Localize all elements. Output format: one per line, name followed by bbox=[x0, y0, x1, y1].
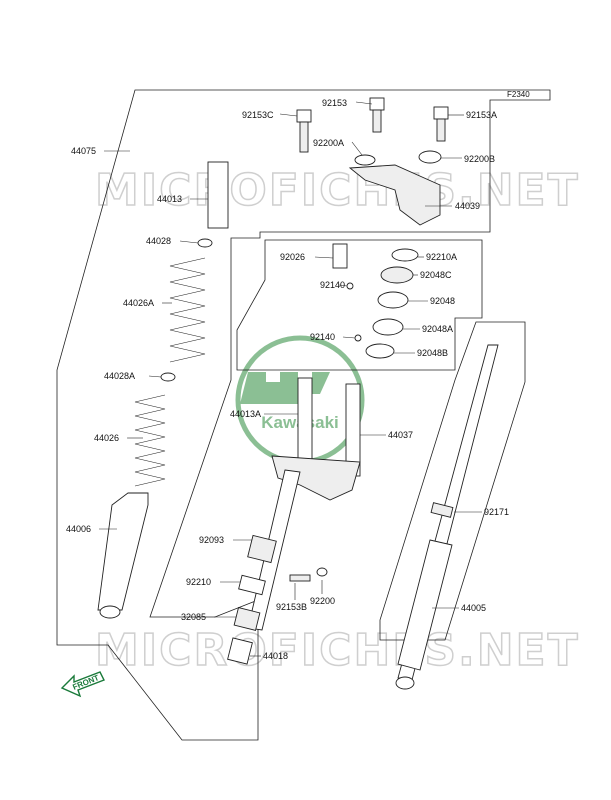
part-label[interactable]: 44028A bbox=[104, 371, 135, 381]
part-label[interactable]: 92093 bbox=[199, 535, 224, 545]
part-label[interactable]: 92171 bbox=[484, 507, 509, 517]
part-label[interactable]: 92048 bbox=[430, 296, 455, 306]
bolt-92153 bbox=[369, 97, 385, 133]
spring-44026a bbox=[169, 257, 206, 363]
part-label[interactable]: 44028 bbox=[146, 236, 171, 246]
leader-lines bbox=[99, 101, 482, 657]
washer-92200a bbox=[354, 154, 376, 166]
part-label[interactable]: 92200B bbox=[464, 154, 495, 164]
part-label[interactable]: 92140 bbox=[310, 332, 335, 342]
part-label[interactable]: 92153 bbox=[322, 98, 347, 108]
spacer-44028 bbox=[197, 238, 213, 248]
watermark-top: MICROFICHES.NET bbox=[95, 165, 580, 216]
bolt-92153a bbox=[433, 106, 449, 142]
part-label[interactable]: 92048B bbox=[417, 348, 448, 358]
axle-eye bbox=[395, 676, 415, 690]
bracket-44039 bbox=[348, 164, 441, 226]
cap-92026 bbox=[332, 243, 348, 269]
front-label: FRONT bbox=[71, 673, 100, 692]
part-label[interactable]: 92210 bbox=[186, 577, 211, 587]
part-label[interactable]: 92153A bbox=[466, 110, 497, 120]
ball-92140-low bbox=[354, 334, 362, 342]
nut-92210a bbox=[391, 248, 419, 262]
part-label[interactable]: 92048A bbox=[422, 324, 453, 334]
ball-92140-top bbox=[346, 282, 354, 290]
slider-44005 bbox=[397, 539, 453, 671]
part-label[interactable]: 92210A bbox=[426, 252, 457, 262]
part-label[interactable]: 44006 bbox=[66, 524, 91, 534]
part-label[interactable]: 92153C bbox=[242, 110, 274, 120]
part-label[interactable]: 44013 bbox=[157, 194, 182, 204]
stop-44018 bbox=[227, 637, 253, 665]
part-label[interactable]: 44018 bbox=[263, 651, 288, 661]
clip-92171 bbox=[430, 502, 454, 518]
part-label[interactable]: 92140 bbox=[320, 280, 345, 290]
part-label[interactable]: 92200 bbox=[310, 596, 335, 606]
part-label[interactable]: 44075 bbox=[71, 146, 96, 156]
bracket-44037 bbox=[271, 377, 361, 501]
part-label[interactable]: 44026 bbox=[94, 433, 119, 443]
figure-ref-code: F2340 bbox=[507, 90, 530, 99]
part-label[interactable]: 44037 bbox=[388, 430, 413, 440]
race-92048a bbox=[372, 318, 404, 336]
part-label[interactable]: 44013A bbox=[230, 409, 261, 419]
part-label[interactable]: 92200A bbox=[313, 138, 344, 148]
part-label[interactable]: 44039 bbox=[455, 201, 480, 211]
part-label[interactable]: 44005 bbox=[461, 603, 486, 613]
outer-frame bbox=[56, 89, 551, 741]
bolt-92153b bbox=[289, 574, 311, 582]
race-92048b bbox=[365, 343, 395, 359]
seal-92093 bbox=[247, 534, 277, 564]
part-label[interactable]: 92026 bbox=[280, 252, 305, 262]
part-label[interactable]: 92048C bbox=[420, 270, 452, 280]
bolt-92153c bbox=[296, 109, 312, 153]
spring-44026 bbox=[134, 394, 166, 487]
part-label[interactable]: 92153B bbox=[276, 602, 307, 612]
spacer-44028a bbox=[160, 372, 176, 382]
part-label[interactable]: 32085 bbox=[181, 612, 206, 622]
part-label[interactable]: 44026A bbox=[123, 298, 154, 308]
washer-92200b bbox=[418, 150, 442, 164]
front-arrow-icon: FRONT bbox=[60, 671, 105, 698]
cap-44013 bbox=[207, 161, 229, 229]
race-92048 bbox=[377, 291, 409, 309]
damper-44006 bbox=[97, 492, 149, 611]
ring-92210 bbox=[238, 574, 266, 596]
seal-32085 bbox=[233, 607, 261, 631]
steering-frame bbox=[236, 239, 483, 371]
watermark-bottom: MICROFICHES.NET bbox=[95, 625, 580, 676]
damper-eye bbox=[99, 605, 121, 619]
washer-92200 bbox=[316, 567, 328, 577]
nut-92048c bbox=[380, 266, 414, 284]
